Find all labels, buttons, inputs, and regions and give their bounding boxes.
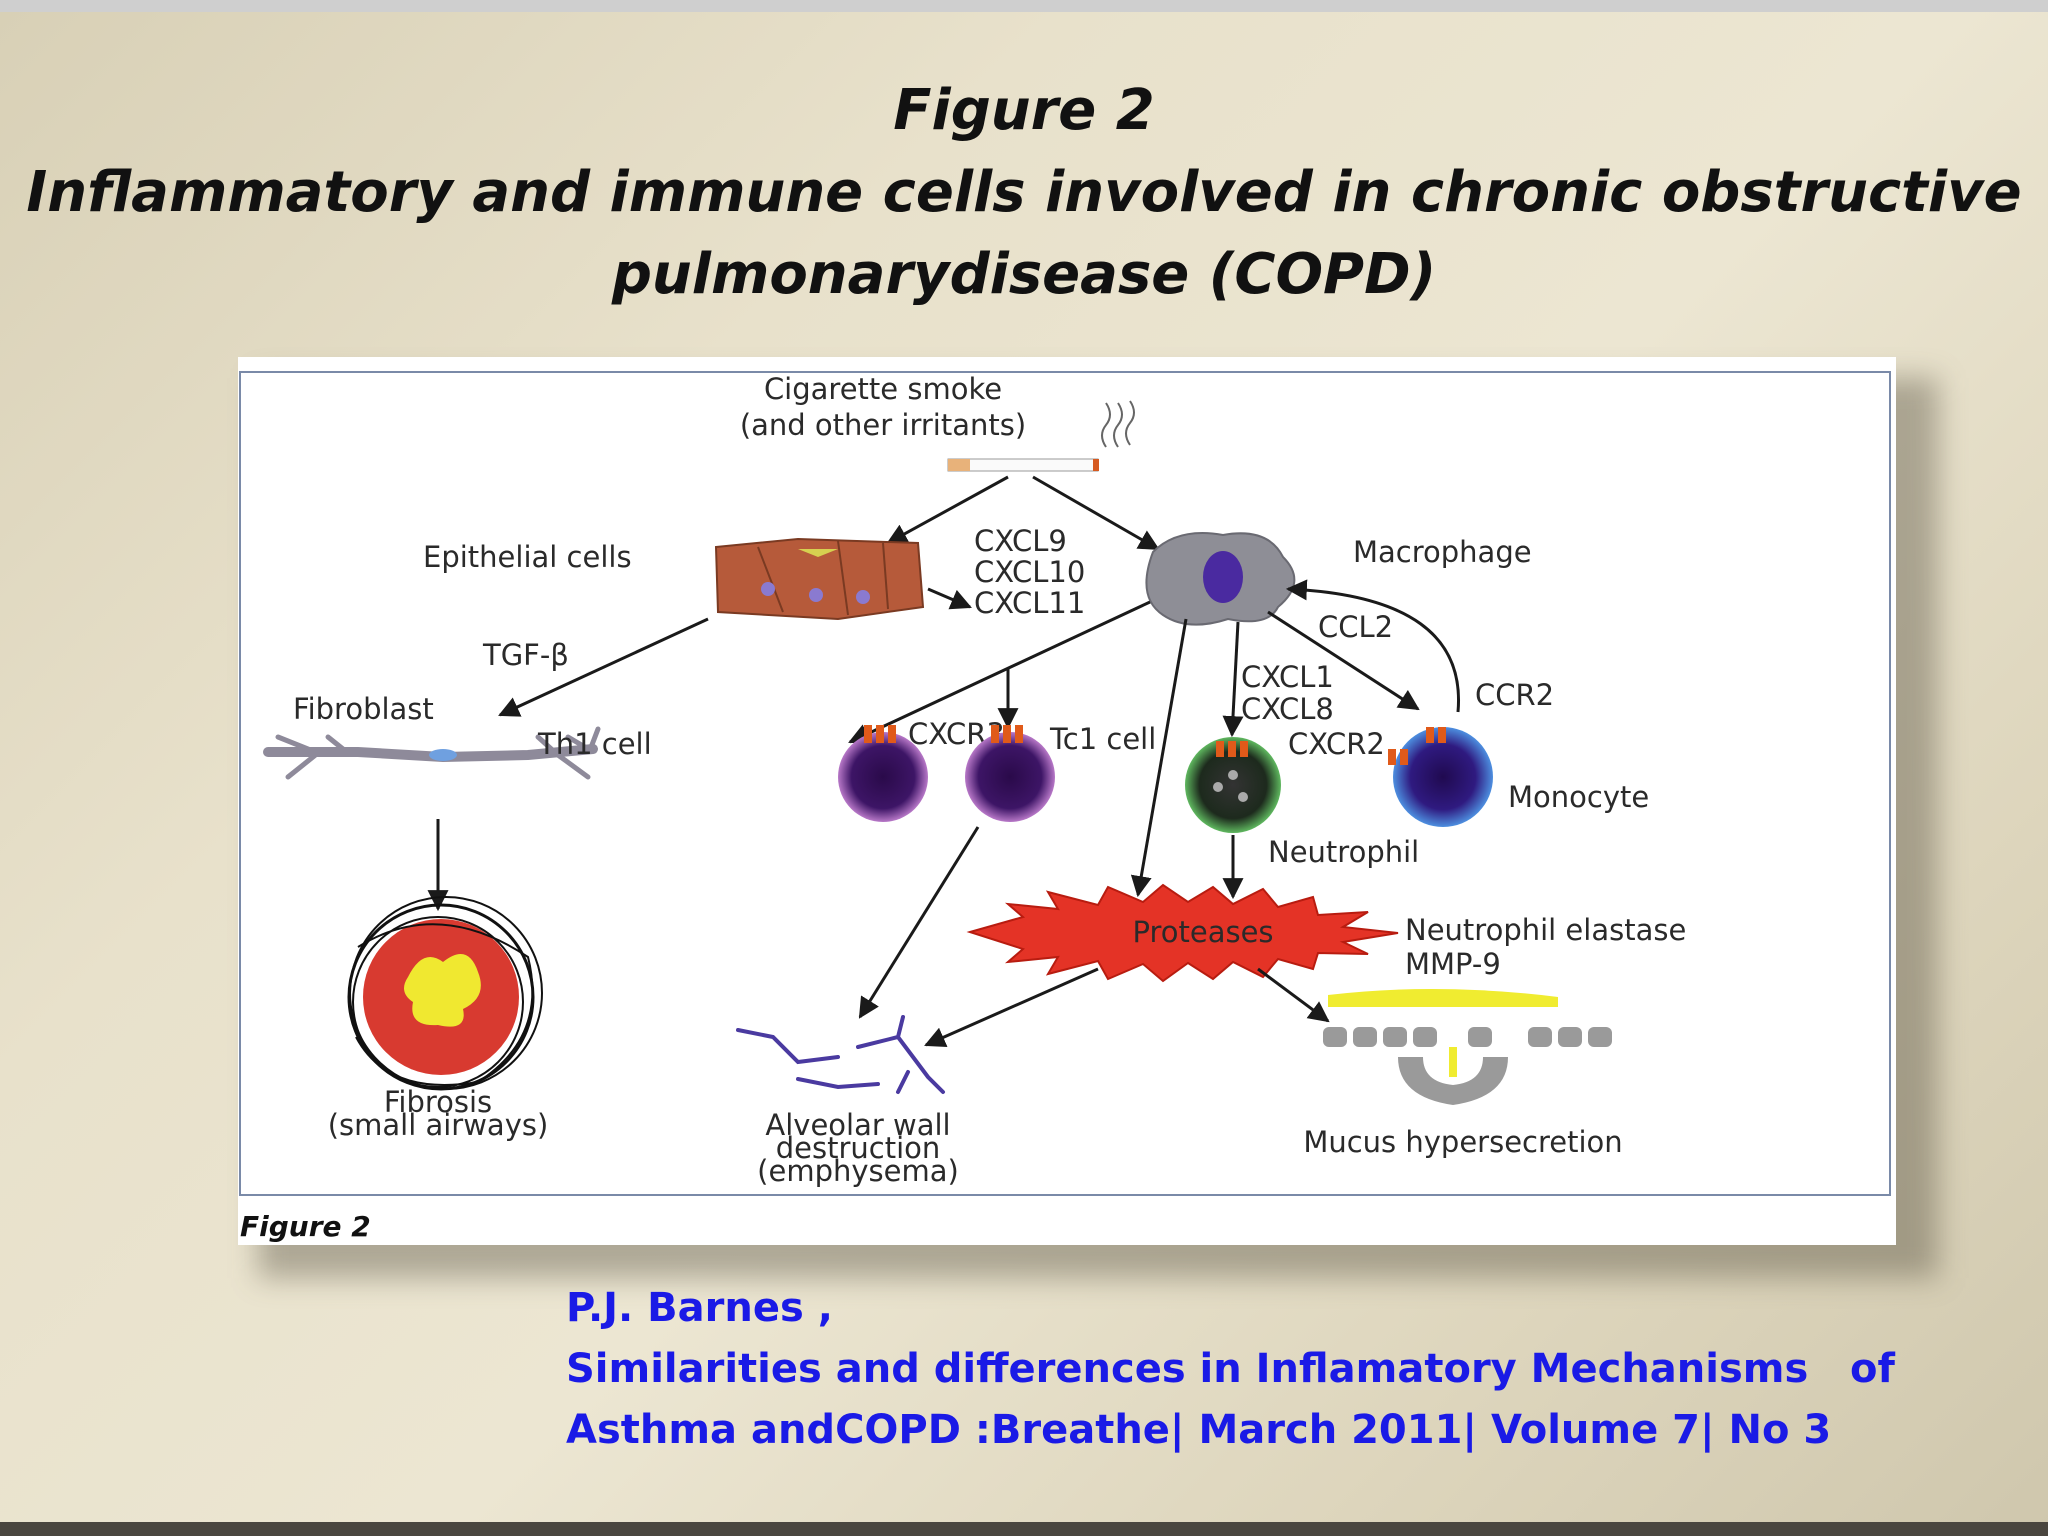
alveolar-label-1: Alveolar wall xyxy=(765,1108,950,1142)
macrophage-icon xyxy=(1145,532,1296,626)
arrow-macrophage-th1 xyxy=(848,600,1151,744)
top-band xyxy=(0,0,2048,12)
arrow-smoke-macrophage xyxy=(1032,475,1160,551)
neutrophil-icon xyxy=(1185,737,1281,833)
proteases-label: Proteases xyxy=(1132,915,1273,949)
arrow-smoke-epithelial xyxy=(886,475,1009,545)
fibroblast-label: Fibroblast xyxy=(293,692,434,726)
alveolar-destruction-icon xyxy=(736,1015,945,1094)
arrow-macrophage-monocyte xyxy=(1267,610,1420,711)
mmp9-label: MMP-9 xyxy=(1405,947,1501,981)
arrow-proteases-alveolar xyxy=(924,967,1099,1047)
figure-border xyxy=(239,371,1891,1196)
fibrosis-label-1: Fibrosis xyxy=(384,1085,492,1119)
copd-diagram: Cigarette smoke (and other irritants) Ep… xyxy=(239,371,1891,1196)
tc1-cell-icon xyxy=(965,725,1055,822)
ccl2-label: CCL2 xyxy=(1318,610,1393,644)
elastase-label: Neutrophil elastase xyxy=(1405,913,1686,947)
tgf-label: TGF-β xyxy=(482,638,569,672)
title-line-1: Figure 2 xyxy=(893,78,1155,143)
citation-line-3: Asthma andCOPD :Breathe| March 2011| Vol… xyxy=(566,1407,1832,1453)
figure-caption: Figure 2 xyxy=(240,1210,371,1243)
citation-line-1: P.J. Barnes , xyxy=(566,1285,833,1331)
slide-title: Figure 2 Inflammatory and immune cells i… xyxy=(0,70,2048,316)
monocyte-label: Monocyte xyxy=(1508,780,1649,814)
title-line-2: Inflammatory and immune cells involved i… xyxy=(26,160,2022,225)
tc1-label: Tc1 cell xyxy=(1049,722,1156,756)
mucus-label: Mucus hypersecretion xyxy=(1303,1125,1622,1159)
arrow-epithelial-cxcl xyxy=(927,587,972,610)
fibrosis-icon xyxy=(347,896,543,1091)
cxcr2-label: CXCR2 xyxy=(1288,727,1385,761)
bottom-band xyxy=(0,1522,2048,1536)
ccr2-label: CCR2 xyxy=(1475,678,1554,712)
arrow-macrophage-neutrophil xyxy=(1222,621,1244,738)
arrow-tc1-alveolar xyxy=(858,826,980,1019)
smoke-label-1: Cigarette smoke xyxy=(764,372,1002,406)
cxcl10-label: CXCL10 xyxy=(974,555,1085,589)
neutrophil-label: Neutrophil xyxy=(1268,835,1419,869)
mucus-gland-icon xyxy=(1323,988,1612,1105)
arrow-epithelial-fibroblast xyxy=(498,617,709,717)
alveolar-label-2: destruction xyxy=(776,1131,941,1165)
cigarette-icon xyxy=(947,400,1135,472)
fibrosis-label-2: (small airways) xyxy=(328,1108,549,1142)
macrophage-label: Macrophage xyxy=(1353,535,1532,569)
th1-label: Th1 cell xyxy=(537,727,652,761)
citation-line-2: Similarities and differences in Inflamat… xyxy=(566,1346,1895,1392)
cxcl11-label: CXCL11 xyxy=(974,586,1085,620)
monocyte-icon xyxy=(1388,727,1493,827)
proteases-burst-icon xyxy=(966,883,1399,983)
epithelial-cells-icon xyxy=(714,537,925,621)
arrow-proteases-mucus xyxy=(1257,967,1330,1023)
cxcl1-label: CXCL1 xyxy=(1241,660,1334,694)
title-line-3: pulmonarydisease (COPD) xyxy=(611,242,1437,307)
cxcl9-label: CXCL9 xyxy=(974,524,1067,558)
smoke-label-2: (and other irritants) xyxy=(740,408,1026,442)
arrow-macrophage-proteases xyxy=(1130,618,1188,898)
th1-cell-icon xyxy=(838,725,928,822)
fibroblast-icon xyxy=(263,726,601,780)
arrow-ccr2-macrophage xyxy=(1285,579,1461,713)
figure-panel: Cigarette smoke (and other irritants) Ep… xyxy=(238,357,1896,1245)
cxcl8-label: CXCL8 xyxy=(1241,692,1334,726)
epithelial-label: Epithelial cells xyxy=(423,540,632,574)
citation: P.J. Barnes , Similarities and difference… xyxy=(566,1278,1895,1461)
alveolar-label-3: (emphysema) xyxy=(757,1154,959,1188)
